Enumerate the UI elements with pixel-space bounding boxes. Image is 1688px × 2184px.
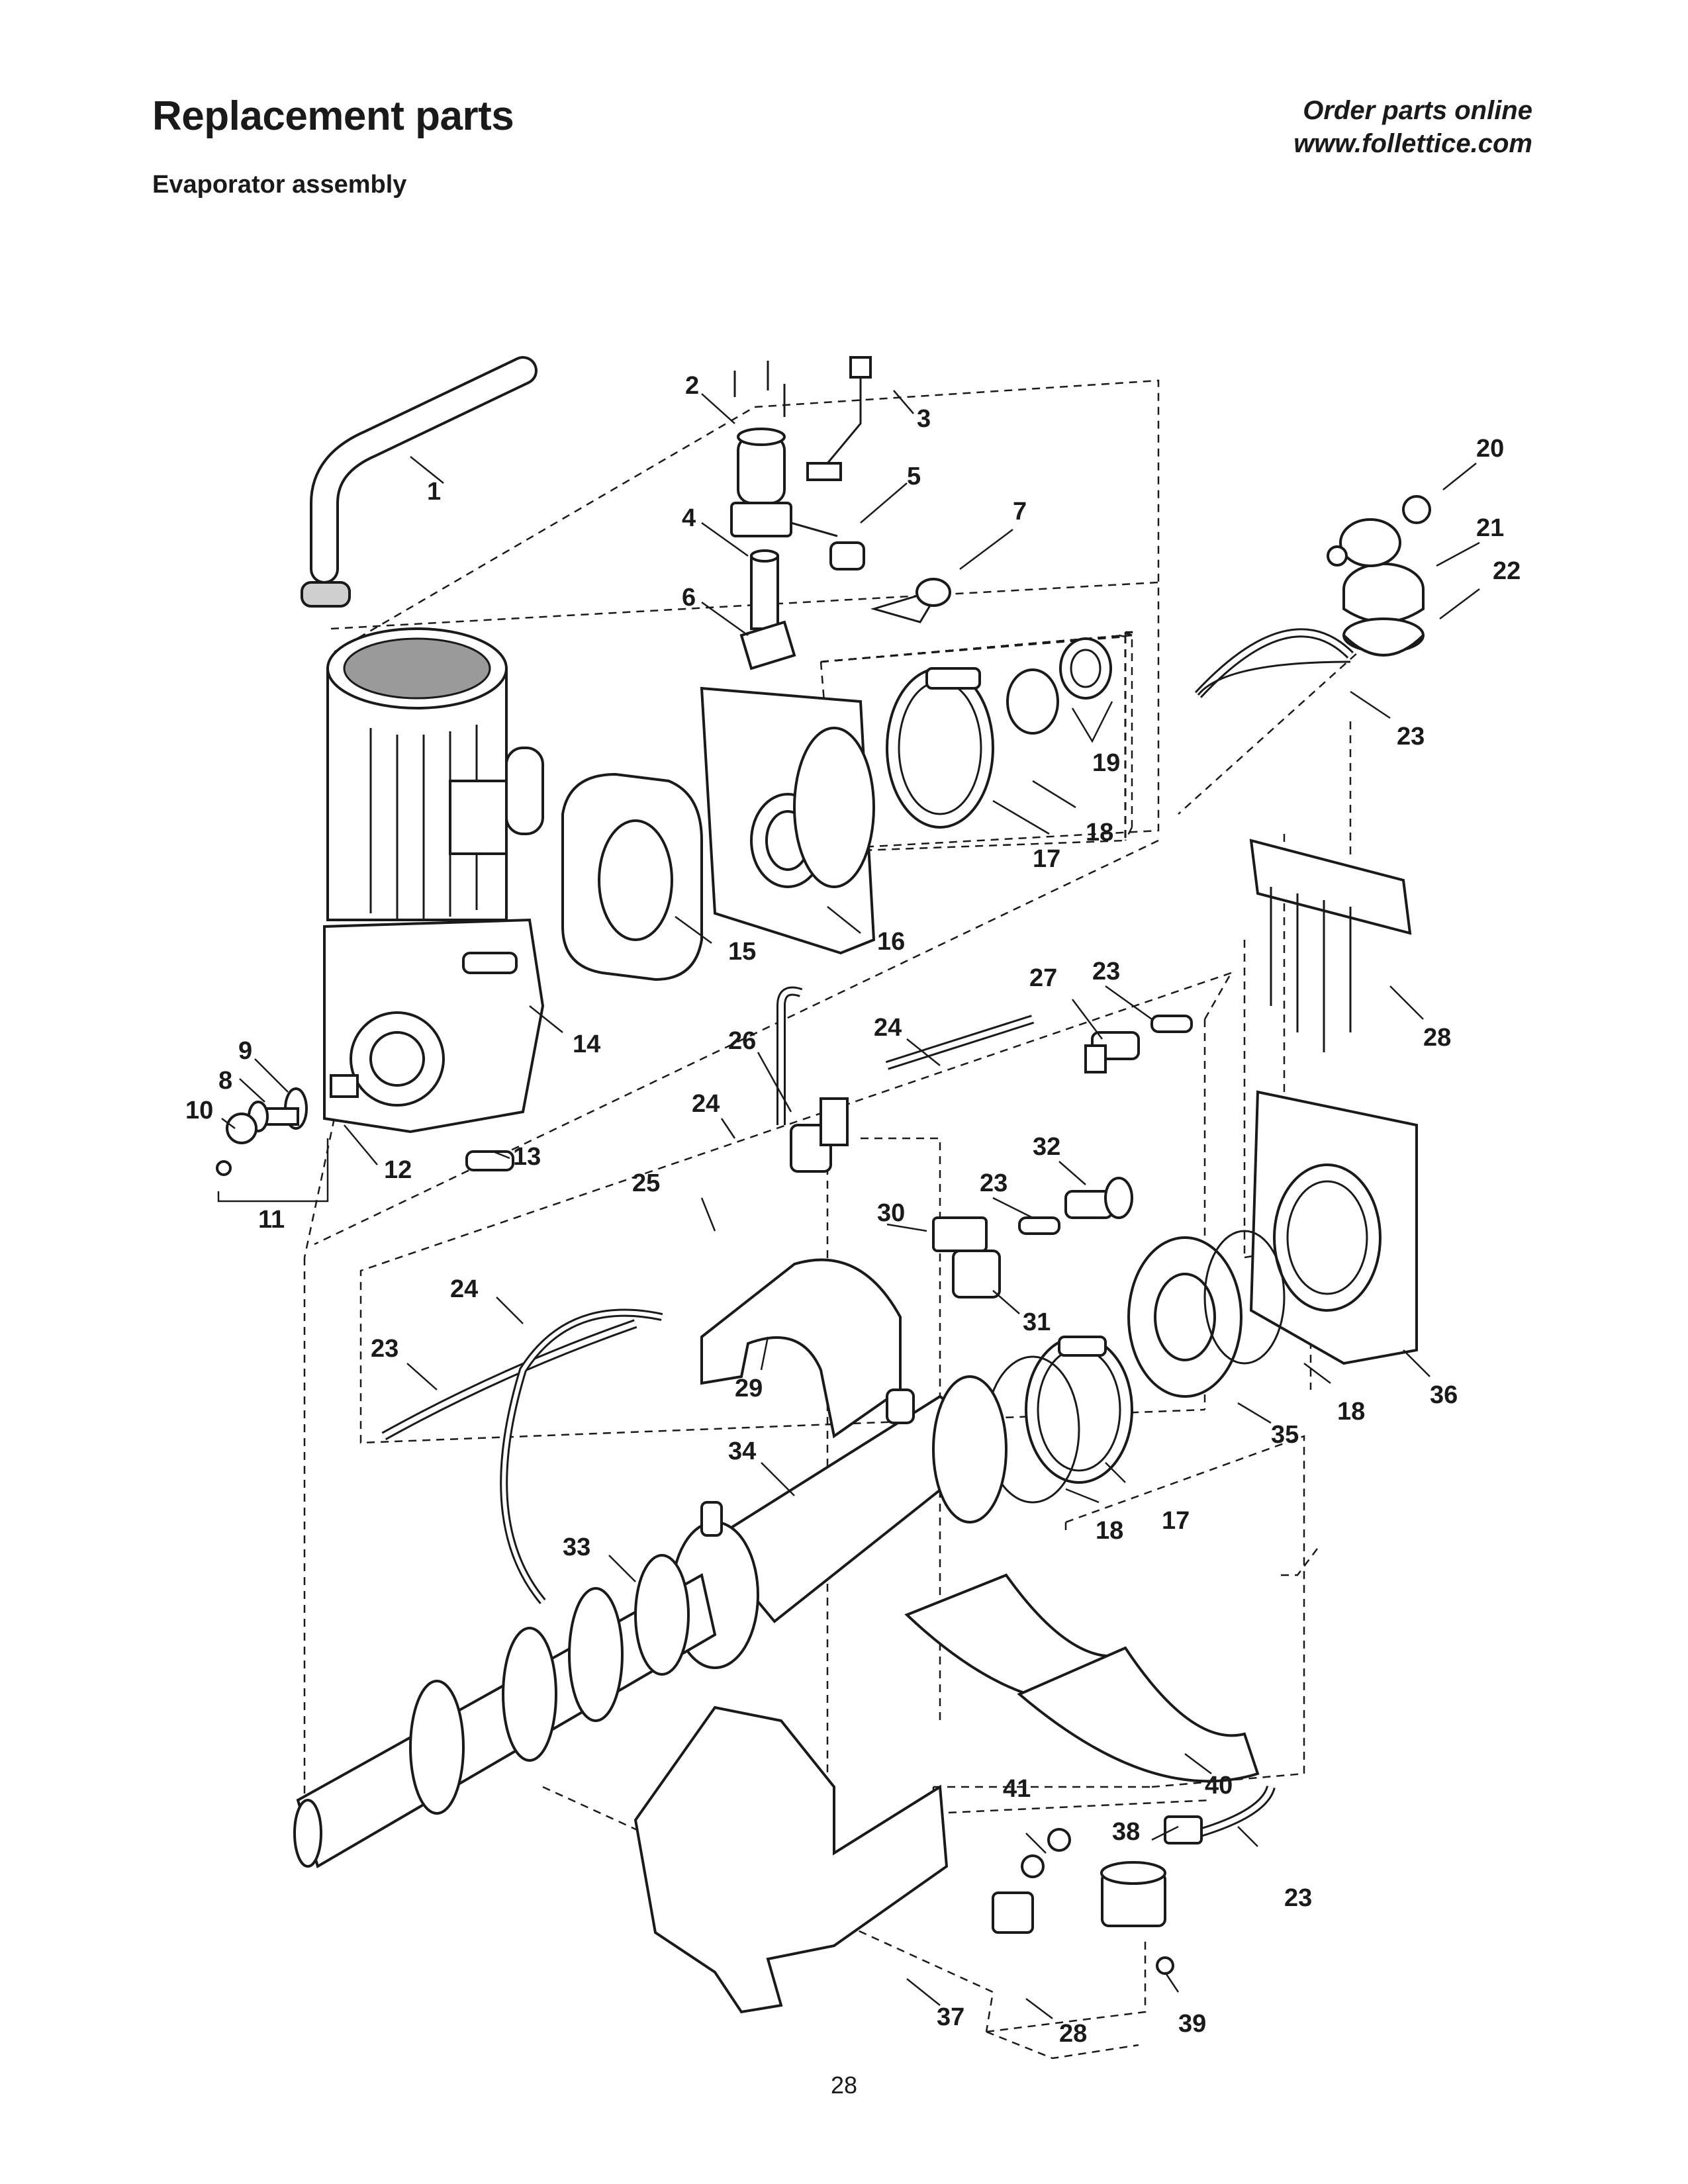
callout-33: 33	[563, 1533, 590, 1561]
part-40-shells	[904, 1573, 1260, 1783]
callout-14: 14	[573, 1030, 600, 1058]
callout-24-left: 24	[450, 1275, 478, 1303]
callout-35: 35	[1271, 1421, 1299, 1449]
part-28-manifold	[1249, 839, 1412, 1052]
callout-24-mid: 24	[692, 1090, 720, 1118]
callout-17-lower: 17	[1162, 1507, 1190, 1535]
callout-17-upper: 17	[1033, 845, 1060, 873]
clamp-and-seals-lower	[985, 1336, 1133, 1504]
callout-23-center: 23	[980, 1169, 1008, 1197]
callout-25: 25	[632, 1169, 660, 1197]
callout-3: 3	[917, 405, 931, 433]
callout-36: 36	[1430, 1381, 1458, 1409]
part-34-evaporator	[671, 1375, 1008, 1669]
callout-15: 15	[728, 938, 756, 966]
shaft-hardware	[216, 1074, 359, 1176]
callout-40: 40	[1205, 1772, 1233, 1799]
callout-23-mid: 23	[1092, 958, 1120, 985]
order-parts-text: Order parts online	[1303, 96, 1532, 125]
website-link[interactable]: www.follettice.com	[1293, 129, 1532, 158]
callout-34: 34	[728, 1437, 756, 1465]
callout-2: 2	[685, 372, 699, 400]
callout-23-topright: 23	[1397, 723, 1425, 751]
callout-4: 4	[682, 504, 696, 532]
part-35-bearing	[1127, 1230, 1286, 1398]
part-1-hose	[301, 356, 538, 608]
callout-24-upper: 24	[874, 1014, 902, 1042]
callout-37: 37	[937, 2003, 964, 2031]
callout-38: 38	[1112, 1818, 1140, 1846]
callout-9: 9	[238, 1037, 252, 1065]
page-title: Replacement parts	[152, 93, 514, 139]
callout-18-lower: 18	[1096, 1517, 1123, 1545]
small-fittings-30-32	[932, 1177, 1133, 1298]
part-37-base	[633, 1706, 949, 2014]
callout-12: 12	[384, 1156, 412, 1184]
section-title: Evaporator assembly	[152, 171, 407, 199]
callout-7: 7	[1013, 498, 1027, 525]
callout-41: 41	[1003, 1775, 1031, 1803]
callout-18-upper: 18	[1086, 819, 1113, 846]
callout-19: 19	[1092, 749, 1120, 777]
callout-1: 1	[427, 478, 441, 506]
callout-30: 30	[877, 1199, 905, 1227]
callout-8: 8	[218, 1067, 232, 1095]
callout-labels: 1 2 3 4 5 6 7 8 9 10 11 12 13 14 15 16 1…	[185, 372, 1521, 2048]
callout-13: 13	[513, 1143, 541, 1171]
callout-23-left: 23	[371, 1335, 399, 1363]
callout-22: 22	[1493, 557, 1521, 585]
top-right-fitting	[1327, 495, 1431, 657]
part-29-cover	[700, 1258, 902, 1439]
callout-6: 6	[682, 584, 696, 612]
part-36-housing	[1249, 1090, 1418, 1365]
callout-23-lowerright: 23	[1284, 1884, 1312, 1912]
top-fittings-cluster	[730, 356, 951, 670]
adapter-and-gasket	[561, 686, 876, 981]
callout-29: 29	[735, 1375, 763, 1402]
callout-28-upper: 28	[1423, 1024, 1451, 1052]
gear-motor-assembly	[323, 627, 545, 1171]
callout-leader-lines	[217, 390, 1480, 2019]
callout-32: 32	[1033, 1133, 1060, 1161]
callout-28-lower: 28	[1059, 2020, 1087, 2048]
page-number: 28	[830, 2071, 858, 2099]
callout-26: 26	[728, 1027, 756, 1055]
callout-10: 10	[185, 1097, 213, 1124]
valve-fittings-middle	[790, 1031, 1140, 1173]
callout-18-mid: 18	[1337, 1398, 1365, 1426]
callout-11: 11	[258, 1206, 285, 1234]
callout-39: 39	[1178, 2010, 1206, 2038]
callout-20: 20	[1476, 435, 1504, 463]
tubing-sections	[381, 628, 1354, 1838]
callout-21: 21	[1476, 514, 1504, 542]
clamp-and-seals-upper	[886, 637, 1112, 829]
callout-31: 31	[1023, 1308, 1051, 1336]
callout-5: 5	[907, 463, 921, 490]
callout-27: 27	[1029, 964, 1057, 992]
lower-fittings	[992, 1815, 1203, 1975]
part-33-auger	[293, 1554, 717, 1869]
order-info: Order parts online www.follettice.com	[1293, 94, 1532, 160]
callout-16: 16	[877, 928, 905, 956]
assembly-guide-lines	[303, 379, 1378, 2060]
